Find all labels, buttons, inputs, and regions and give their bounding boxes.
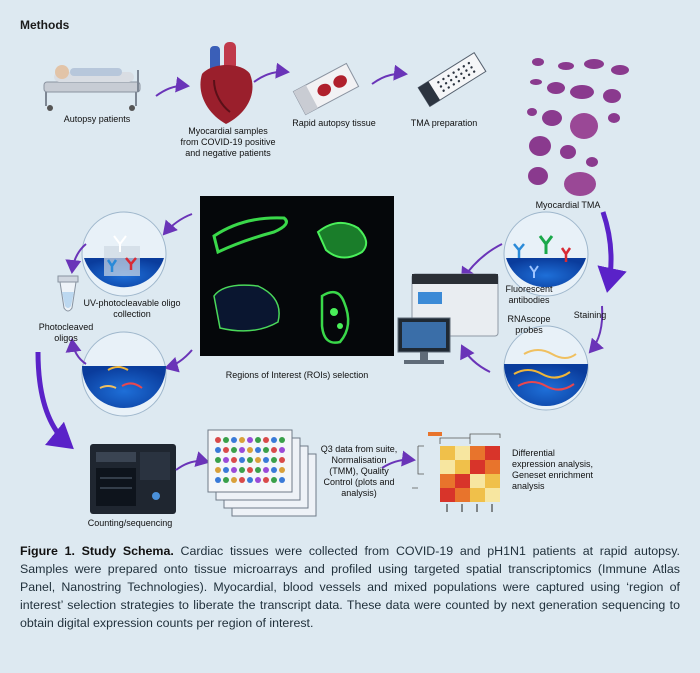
heatmap-icon xyxy=(412,432,501,512)
rnascope-dish-icon xyxy=(503,325,589,411)
q3-data-label: Q3 data from suite, Normalisation (TMM),… xyxy=(320,444,398,498)
rapid-autopsy-tissue-label: Rapid autopsy tissue xyxy=(292,118,376,128)
tma-slide-icon xyxy=(417,52,487,108)
myocardial-tma-image xyxy=(527,58,629,196)
autopsy-patients-label: Autopsy patients xyxy=(63,114,131,124)
data-plates-icon xyxy=(207,429,317,517)
caption-text: Cardiac tissues were collected from COVI… xyxy=(20,544,680,630)
myocardial-tma-label: Myocardial TMA xyxy=(535,200,601,210)
fluorescent-antibodies-label: Fluorescent antibodies xyxy=(505,284,553,305)
figure-caption: Figure 1. Study Schema. Cardiac tissues … xyxy=(20,542,680,632)
photocleaved-dish-icon xyxy=(81,331,167,417)
roi-selection-label: Regions of Interest (ROIs) selection xyxy=(225,370,369,380)
uv-oligo-label: UV-photocleavable oligo collection xyxy=(83,298,181,319)
uv-dish-icon xyxy=(81,211,167,297)
counting-sequencing-label: Counting/sequencing xyxy=(87,518,173,528)
differential-expression-label: Differential expression analysis, Genese… xyxy=(512,448,594,491)
caption-label: Figure 1. Study Schema. xyxy=(20,544,174,558)
tma-preparation-label: TMA preparation xyxy=(410,118,478,128)
photocleaved-oligos-label: Photocleaved oligos xyxy=(38,322,94,343)
roi-fluorescence-image xyxy=(200,196,394,356)
methods-title: Methods xyxy=(20,18,70,32)
tissue-slide-icon xyxy=(292,62,360,116)
rnascope-probes-label: RNAscope probes xyxy=(507,314,551,335)
myocardial-samples-label: Myocardial samples from COVID-19 positiv… xyxy=(180,126,276,158)
heart-icon xyxy=(200,42,253,124)
autopsy-bed-icon xyxy=(43,65,141,111)
sequencer-icon xyxy=(90,444,176,514)
tube-icon xyxy=(57,275,79,312)
antibody-dish-icon xyxy=(503,211,589,297)
staining-label: Staining xyxy=(573,310,607,320)
geomx-instrument-icon xyxy=(397,273,499,364)
